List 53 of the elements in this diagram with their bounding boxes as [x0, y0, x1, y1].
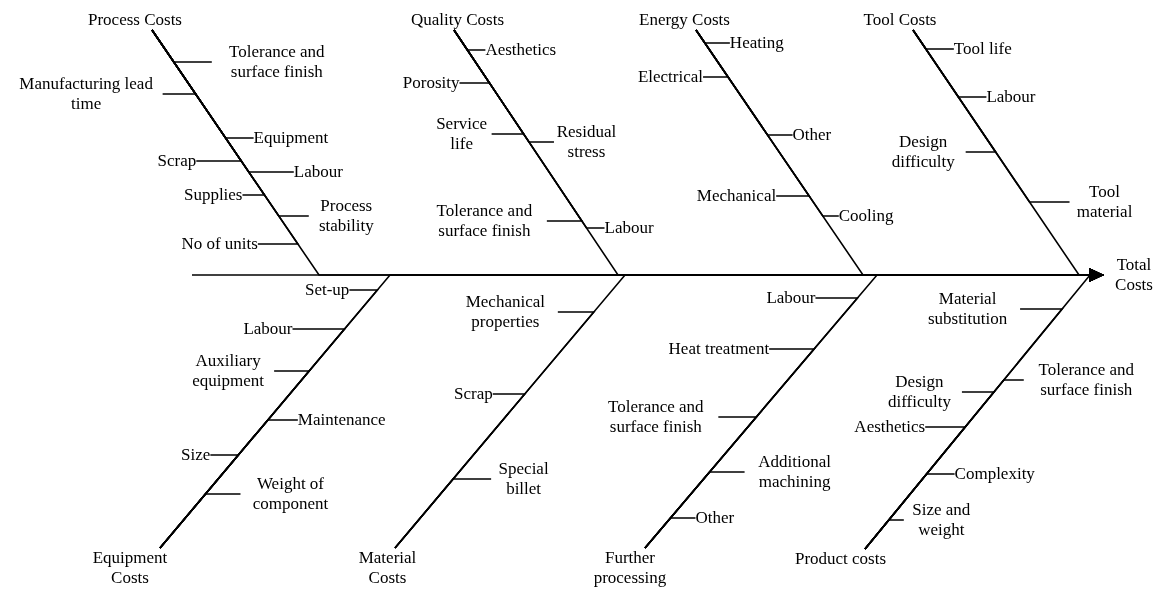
cause-label: Mechanical properties [452, 292, 558, 332]
cause-label: Weight of component [240, 474, 341, 514]
cause-label: Special billet [491, 459, 557, 499]
cause-label: Tolerance and surface finish [211, 42, 342, 82]
cause-label: Porosity [402, 73, 460, 93]
cause-label: Aesthetics [854, 417, 926, 437]
cause-label: Tolerance and surface finish [593, 397, 719, 437]
cause-label: Tool material [1069, 182, 1140, 222]
cause-label: Design difficulty [876, 372, 962, 412]
cause-label: Equipment [253, 128, 329, 148]
cause-label: Labour [293, 162, 343, 182]
cause-label: Size [181, 445, 211, 465]
category-label: Process Costs [75, 10, 195, 30]
category-label: Product costs [783, 549, 898, 569]
cause-label: Design difficulty [880, 132, 966, 172]
cause-label: Labour [986, 87, 1036, 107]
cause-label: Labour [243, 319, 293, 339]
cause-label: Tool life [953, 39, 1012, 59]
cause-label: Supplies [183, 185, 243, 205]
cause-label: Labour [604, 218, 654, 238]
cause-label: Additional machining [744, 452, 845, 492]
cause-label: Manufacturing lead time [9, 74, 163, 114]
category-label: Equipment Costs [88, 548, 172, 588]
cause-label: Tolerance and surface finish [421, 201, 547, 241]
cause-label: Heating [729, 33, 784, 53]
category-label: Energy Costs [622, 10, 747, 30]
cause-label: Heat treatment [668, 339, 770, 359]
cause-label: Service life [431, 114, 492, 154]
cause-label: No of units [181, 234, 258, 254]
cause-label: Other [792, 125, 832, 145]
cause-label: Residual stress [553, 122, 619, 162]
cause-label: Size and weight [903, 500, 979, 540]
cause-label: Cooling [838, 206, 894, 226]
cause-label: Complexity [954, 464, 1035, 484]
category-label: Quality Costs [395, 10, 520, 30]
cause-label: Tolerance and surface finish [1023, 360, 1149, 400]
spine-arrow [191, 268, 1105, 282]
cause-label: Scrap [157, 151, 197, 171]
cause-label: Process stability [308, 196, 384, 236]
cause-label: Scrap [454, 384, 493, 404]
category-label: Material Costs [350, 548, 425, 588]
cause-label: Other [695, 508, 735, 528]
cause-label: Material substitution [915, 289, 1021, 329]
cause-label: Set-up [305, 280, 350, 300]
cause-label: Mechanical [696, 186, 777, 206]
category-label: Tool Costs [850, 10, 950, 30]
cause-label: Labour [766, 288, 816, 308]
cause-label: Electrical [637, 67, 704, 87]
cause-label: Auxiliary equipment [182, 351, 275, 391]
effect-label: Total Costs [1106, 255, 1162, 295]
category-label: Further processing [580, 548, 680, 588]
cause-label: Maintenance [297, 410, 386, 430]
cause-label: Aesthetics [485, 40, 557, 60]
